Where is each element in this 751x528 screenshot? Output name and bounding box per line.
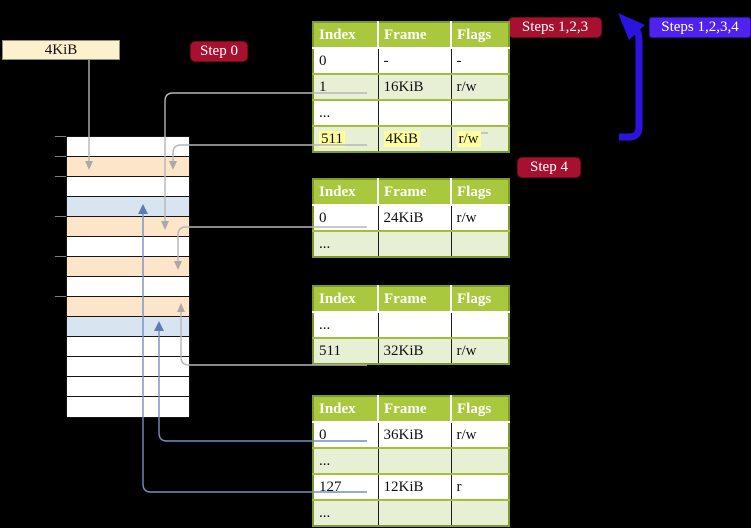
table-cell: r/w — [451, 125, 509, 152]
tick-mark — [55, 216, 66, 217]
column-header-frame: Frame — [378, 179, 452, 205]
column-header-index: Index — [313, 22, 379, 48]
table-row: 511 4KiB r/w — [313, 125, 509, 152]
table-row: ... — [313, 99, 509, 126]
table-cell — [378, 230, 452, 257]
table-cell: 0 — [313, 421, 379, 448]
highlighted-value: 4KiB — [383, 130, 421, 147]
table-cell: r/w — [451, 204, 509, 231]
step4-badge: Step 4 — [517, 157, 581, 178]
table-row: ... — [313, 499, 509, 526]
column-header-index: Index — [313, 286, 379, 312]
tick-mark — [55, 156, 66, 157]
memory-row-white — [67, 177, 189, 197]
column-header-index: Index — [313, 396, 379, 422]
table-cell — [451, 499, 509, 526]
table-cell — [451, 99, 509, 126]
table-cell: ... — [313, 447, 379, 474]
table-cell: 511 — [313, 125, 379, 152]
column-header-flags: Flags — [451, 179, 509, 205]
table-cell: 127 — [313, 473, 379, 500]
memory-row-orange — [67, 217, 189, 237]
table-cell: - — [451, 47, 509, 74]
table-cell — [451, 447, 509, 474]
table-cell — [378, 447, 452, 474]
table-cell: r/w — [451, 421, 509, 448]
table-row: ... — [313, 311, 509, 338]
tick-mark — [55, 176, 66, 177]
table-row: 0-- — [313, 47, 509, 74]
tick-mark — [55, 296, 66, 297]
table-cell: 12KiB — [378, 473, 452, 500]
table-cell: 16KiB — [378, 73, 452, 100]
column-header-frame: Frame — [378, 396, 452, 422]
table-cell — [451, 230, 509, 257]
column-header-frame: Frame — [378, 286, 452, 312]
step0-badge: Step 0 — [190, 41, 248, 62]
steps1234-badge: Steps 1,2,3,4 — [649, 17, 751, 38]
steps123-badge: Steps 1,2,3 — [508, 17, 602, 38]
table-cell: ... — [313, 311, 379, 338]
table-cell: ... — [313, 230, 379, 257]
memory-row-white — [67, 377, 189, 397]
highlighted-value: r/w — [456, 130, 481, 147]
tick-mark — [55, 256, 66, 257]
memory-row-orange — [67, 257, 189, 277]
table-cell: ... — [313, 499, 379, 526]
memory-row-white — [67, 337, 189, 357]
table-row: ... — [313, 230, 509, 257]
column-header-frame: Frame — [378, 22, 452, 48]
table-cell: 0 — [313, 47, 379, 74]
column-header-index: Index — [313, 179, 379, 205]
table-cell: 4KiB — [378, 125, 452, 152]
highlighted-value: 511 — [319, 130, 345, 147]
page-size-label: 4KiB — [2, 40, 120, 60]
column-header-flags: Flags — [451, 286, 509, 312]
table-row: ... — [313, 447, 509, 474]
table-cell: ... — [313, 99, 379, 126]
table-cell: 511 — [313, 337, 379, 364]
table-cell: 0 — [313, 204, 379, 231]
memory-row-white — [67, 137, 189, 157]
memory-row-blue — [67, 317, 189, 337]
memory-row-blue — [67, 197, 189, 217]
table-cell — [378, 311, 452, 338]
table-cell: 1 — [313, 73, 379, 100]
memory-row-white — [67, 237, 189, 257]
table-cell — [451, 311, 509, 338]
tick-mark — [55, 136, 66, 137]
memory-row-white — [67, 357, 189, 377]
column-header-flags: Flags — [451, 22, 509, 48]
table-cell — [378, 499, 452, 526]
column-header-flags: Flags — [451, 396, 509, 422]
big-loop-arrowhead-icon — [618, 13, 645, 40]
table-cell: - — [378, 47, 452, 74]
table-cell — [378, 99, 452, 126]
memory-row-white — [67, 277, 189, 297]
memory-row-orange — [67, 297, 189, 317]
memory-row-orange — [67, 157, 189, 177]
table-cell: 36KiB — [378, 421, 452, 448]
table-cell: 24KiB — [378, 204, 452, 231]
table-cell: 32KiB — [378, 337, 452, 364]
memory-row-white — [67, 397, 189, 417]
table-cell: r/w — [451, 73, 509, 100]
big-loop-arrow — [619, 25, 643, 141]
table-cell: r/w — [451, 337, 509, 364]
table-cell: r — [451, 473, 509, 500]
memory-column — [66, 136, 190, 418]
